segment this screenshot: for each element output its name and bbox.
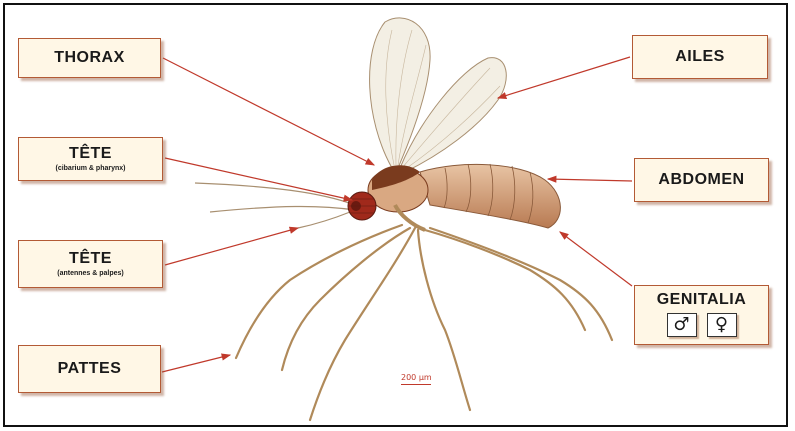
scale-bar xyxy=(401,384,431,385)
arrow-thorax xyxy=(163,58,374,165)
label-tete-antennes-sub: (antennes & palpes) xyxy=(57,269,124,278)
label-genitalia-text: GENITALIA xyxy=(657,291,747,309)
label-tete-cibarium-sub: (cibarium & pharynx) xyxy=(55,164,125,173)
genitalia-symbols: ♂ ♀ xyxy=(667,313,737,337)
antennae xyxy=(195,183,355,228)
label-abdomen-text: ABDOMEN xyxy=(658,171,744,189)
female-symbol-icon: ♀ xyxy=(707,313,737,337)
label-genitalia: GENITALIA ♂ ♀ xyxy=(634,285,769,345)
mosquito-body xyxy=(348,164,560,230)
label-abdomen: ABDOMEN xyxy=(634,158,769,202)
label-tete-antennes-title: TÊTE xyxy=(69,250,112,268)
scale-bar-label: 200 µm xyxy=(401,373,432,382)
arrow-genitalia xyxy=(560,232,632,286)
arrow-tete-cibarium xyxy=(165,158,352,200)
label-thorax-text: THORAX xyxy=(54,49,125,67)
label-tete-cibarium: TÊTE (cibarium & pharynx) xyxy=(18,137,163,181)
label-tete-antennes: TÊTE (antennes & palpes) xyxy=(18,240,163,288)
label-ailes: AILES xyxy=(632,35,768,79)
arrow-abdomen xyxy=(548,179,632,181)
arrow-tete-antennes xyxy=(165,228,298,265)
label-pattes-text: PATTES xyxy=(58,360,122,378)
arrow-pattes xyxy=(162,355,230,372)
label-thorax: THORAX xyxy=(18,38,161,78)
legs xyxy=(236,225,612,420)
label-ailes-text: AILES xyxy=(675,48,725,66)
label-tete-cibarium-title: TÊTE xyxy=(69,145,112,163)
label-pattes: PATTES xyxy=(18,345,161,393)
arrow-ailes xyxy=(498,57,630,98)
wings xyxy=(370,18,507,172)
male-symbol-icon: ♂ xyxy=(667,313,697,337)
